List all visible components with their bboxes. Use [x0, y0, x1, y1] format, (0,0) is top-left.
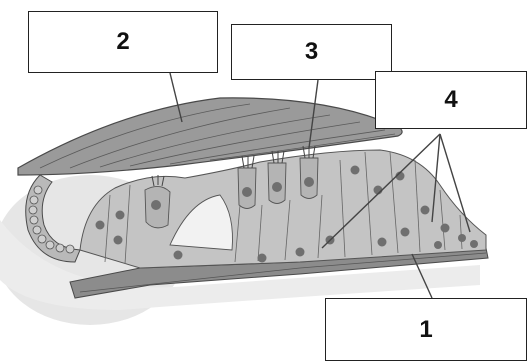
label-text-1: 1 [419, 316, 432, 344]
label-text-4: 4 [444, 86, 457, 114]
label-text-3: 3 [305, 38, 318, 66]
label-box-1: 1 [325, 298, 527, 361]
label-box-3: 3 [231, 24, 392, 80]
label-text-2: 2 [116, 28, 129, 56]
label-box-2: 2 [28, 11, 218, 73]
label-box-4: 4 [375, 71, 527, 129]
